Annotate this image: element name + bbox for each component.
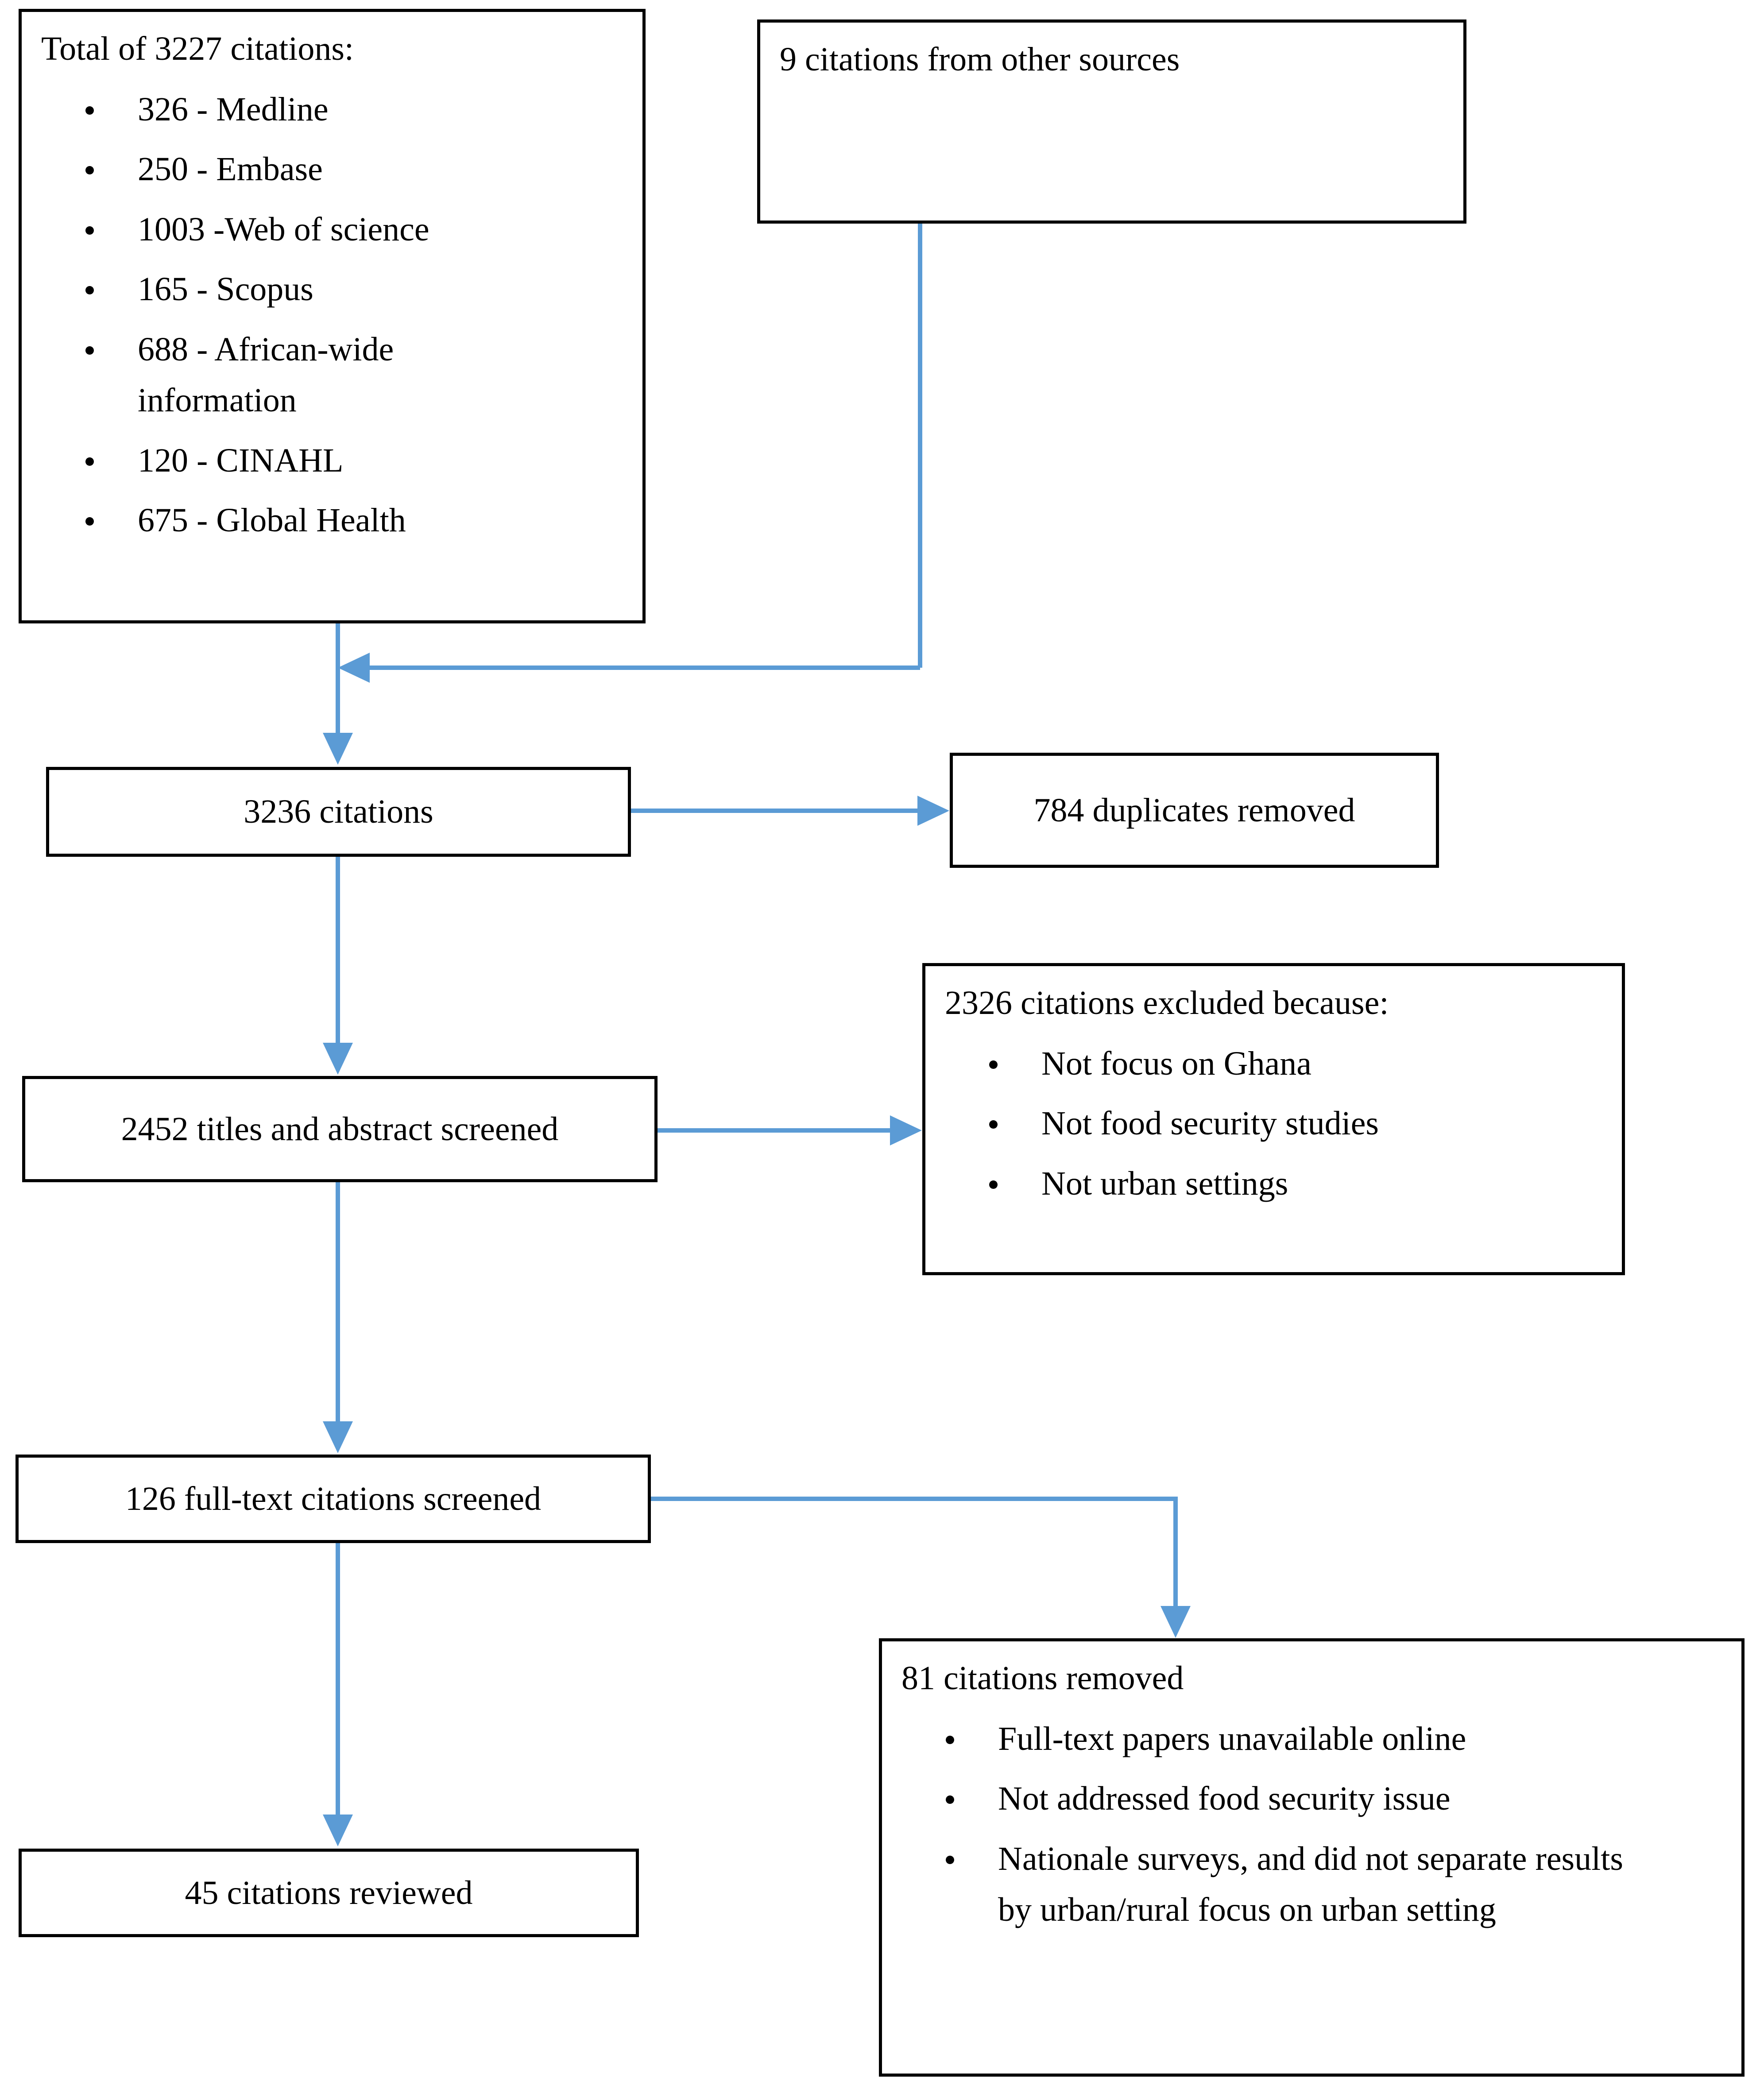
list-item: 120 - CINAHL	[85, 435, 623, 487]
list-item: 1003 -Web of science	[85, 204, 623, 255]
node-identification-databases-title: Total of 3227 citations:	[41, 30, 354, 67]
list-item: 688 - African-wide information	[85, 324, 510, 426]
arrowhead-to-fulltext	[323, 1421, 353, 1453]
arrowhead-to-screened	[323, 1043, 353, 1075]
node-included-citations: 45 citations reviewed	[19, 1849, 639, 1937]
connector-databases-vertical	[336, 623, 340, 734]
list-item: Not addressed food security issue	[946, 1773, 1722, 1825]
connector-screened-to-excluded	[658, 1128, 891, 1133]
connector-fulltext-horizontal	[651, 1497, 1178, 1501]
list-item: Full-text papers unavailable online	[946, 1714, 1722, 1765]
connector-fulltext-vertical	[1173, 1497, 1178, 1607]
node-identification-other-title: 9 citations from other sources	[780, 41, 1180, 78]
connector-combined-to-duplicates	[631, 809, 919, 813]
arrowhead-to-duplicates	[917, 796, 949, 826]
list-item: Not food security studies	[989, 1098, 1602, 1149]
node-duplicates-removed: 784 duplicates removed	[950, 753, 1439, 868]
connector-other-horizontal	[370, 665, 920, 670]
node-combined-citations: 3236 citations	[46, 767, 631, 857]
node-excluded-fulltext: 81 citations removed Full-text papers un…	[879, 1638, 1745, 2077]
node-excluded-fulltext-title: 81 citations removed	[901, 1660, 1184, 1697]
list-item: Nationale surveys, and did not separate …	[946, 1834, 1627, 1936]
excluded-screening-reason-list: Not focus on Ghana Not food security stu…	[945, 1038, 1602, 1210]
connector-screened-to-fulltext	[336, 1182, 340, 1424]
node-duplicates-removed-title: 784 duplicates removed	[1033, 791, 1355, 829]
node-excluded-screening: 2326 citations excluded because: Not foc…	[922, 963, 1625, 1275]
connector-combined-to-screened	[336, 857, 340, 1045]
node-included-citations-title: 45 citations reviewed	[185, 1874, 473, 1911]
list-item: 165 - Scopus	[85, 264, 623, 315]
list-item: 250 - Embase	[85, 144, 623, 195]
node-excluded-screening-title: 2326 citations excluded because:	[945, 984, 1389, 1021]
node-identification-other: 9 citations from other sources	[757, 19, 1466, 224]
source-list: 326 - Medline 250 - Embase 1003 -Web of …	[41, 84, 623, 546]
node-titles-abstracts-screened: 2452 titles and abstract screened	[22, 1076, 658, 1182]
node-identification-databases: Total of 3227 citations: 326 - Medline 2…	[19, 9, 646, 623]
arrowhead-to-excluded-fulltext	[1161, 1606, 1191, 1638]
connector-other-vertical	[918, 224, 922, 668]
node-fulltext-screened: 126 full-text citations screened	[15, 1455, 651, 1543]
list-item: 675 - Global Health	[85, 495, 623, 546]
node-combined-citations-title: 3236 citations	[244, 793, 433, 831]
arrowhead-to-included	[323, 1815, 353, 1846]
list-item: 326 - Medline	[85, 84, 623, 135]
arrowhead-other-to-spine	[338, 653, 370, 683]
list-item: Not focus on Ghana	[989, 1038, 1602, 1090]
arrowhead-databases-to-combined	[323, 733, 353, 765]
node-titles-abstracts-screened-title: 2452 titles and abstract screened	[121, 1110, 559, 1148]
excluded-fulltext-reason-list: Full-text papers unavailable online Not …	[901, 1714, 1722, 1936]
connector-fulltext-to-included	[336, 1543, 340, 1815]
node-fulltext-screened-title: 126 full-text citations screened	[125, 1480, 542, 1517]
list-item: Not urban settings	[989, 1158, 1602, 1210]
arrowhead-to-excluded-screening	[890, 1115, 922, 1145]
